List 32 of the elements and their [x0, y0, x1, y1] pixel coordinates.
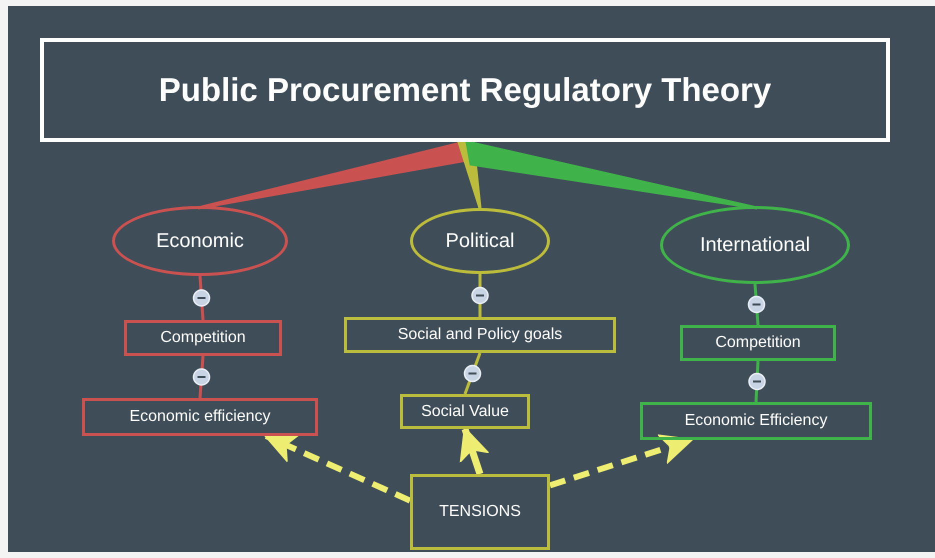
connector-line — [192, 356, 210, 398]
title-text: Public Procurement Regulatory Theory — [158, 71, 772, 109]
concept-box — [82, 398, 318, 436]
category-ellipse — [112, 206, 288, 276]
node-label: Social and Policy goals — [398, 326, 562, 344]
node-label: Competition — [160, 329, 246, 347]
dashed-arrow — [549, 434, 694, 488]
node-label: Economic efficiency — [129, 408, 271, 426]
title-box — [40, 38, 890, 142]
dashed-arrow — [264, 433, 412, 504]
connector-line — [748, 284, 766, 326]
arrow — [460, 426, 490, 476]
concept-box — [410, 474, 550, 550]
concept-box — [400, 394, 530, 429]
node-label: Economic — [156, 230, 244, 252]
node-label: Social Value — [421, 402, 509, 420]
category-ellipse — [410, 208, 550, 274]
concept-box — [124, 320, 282, 356]
connector-line — [192, 276, 210, 320]
node-label: Competition — [715, 334, 801, 352]
concept-box — [640, 402, 872, 440]
concept-box — [344, 317, 616, 353]
node-label: TENSIONS — [439, 503, 521, 521]
wedge-connector — [465, 140, 758, 210]
connector-line — [748, 360, 766, 402]
node-label: International — [700, 234, 810, 256]
category-ellipse — [660, 206, 850, 284]
connector-line — [464, 352, 482, 395]
node-label: Economic Efficiency — [684, 412, 828, 430]
concept-box — [680, 325, 836, 361]
node-label: Political — [446, 230, 514, 252]
connector-line — [471, 274, 489, 317]
